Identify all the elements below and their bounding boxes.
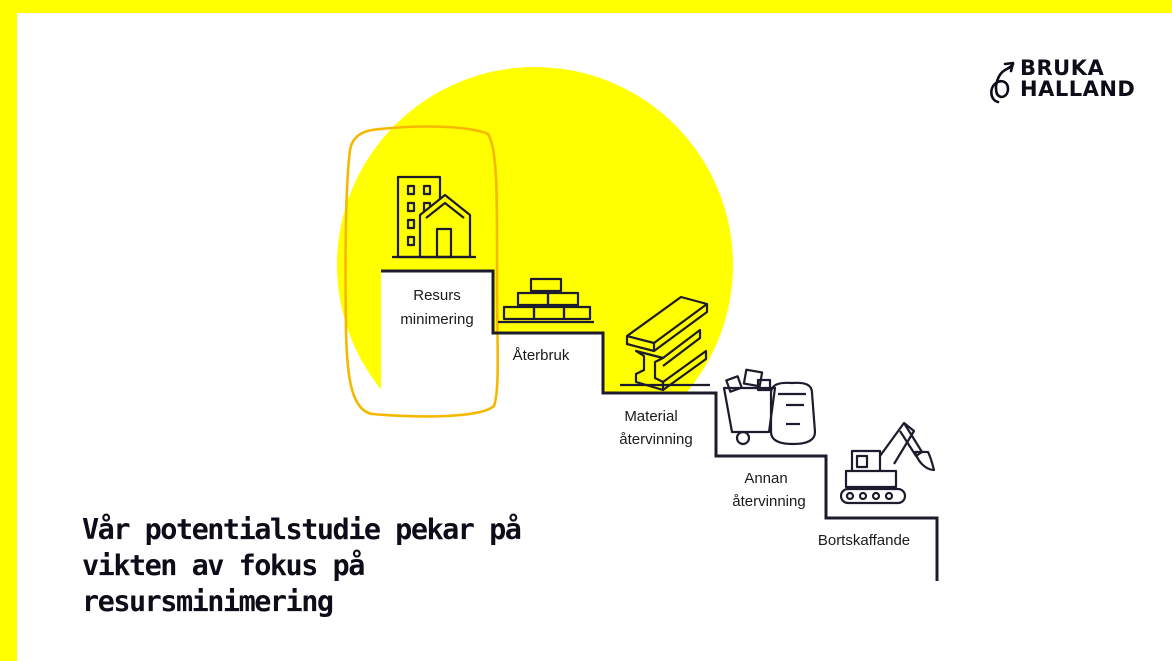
logo-line-2: HALLAND [1020,77,1136,101]
stairs-fill [381,271,937,661]
headline-line-1: Vår potentialstudie pekar på [82,513,522,546]
steel-beam-icon [620,295,710,392]
buildings-icon [392,175,476,259]
top-border [0,0,1172,13]
step-5-line-1: Bortskaffande [818,532,910,549]
step-2-line-1: Återbruk [513,347,570,364]
headline: Vår potentialstudie pekar på vikten av f… [82,512,702,620]
step-4-line-2: återvinning [732,493,805,510]
logo-text: BRUKA HALLAND [1020,58,1135,100]
bruka-halland-logo: BRUKA HALLAND [988,56,1135,110]
step-1-line-1: Resurs [413,287,461,304]
step-3-line-1: Material [624,408,677,425]
leaf-arrow-icon [990,61,1015,104]
headline-line-3: resursminimering [82,585,334,618]
step-4-line-1: Annan [744,470,787,487]
left-border [0,0,17,661]
bricks-icon [498,277,594,324]
stairs-line [381,269,939,581]
highlight-outline [344,125,500,418]
step-3-line-2: återvinning [619,431,692,448]
waste-bin-icon [722,368,817,446]
headline-line-2: vikten av fokus på [82,549,365,582]
excavator-icon [839,421,936,505]
step-1-line-2: minimering [400,311,473,328]
logo-line-1: BRUKA [1020,56,1105,80]
